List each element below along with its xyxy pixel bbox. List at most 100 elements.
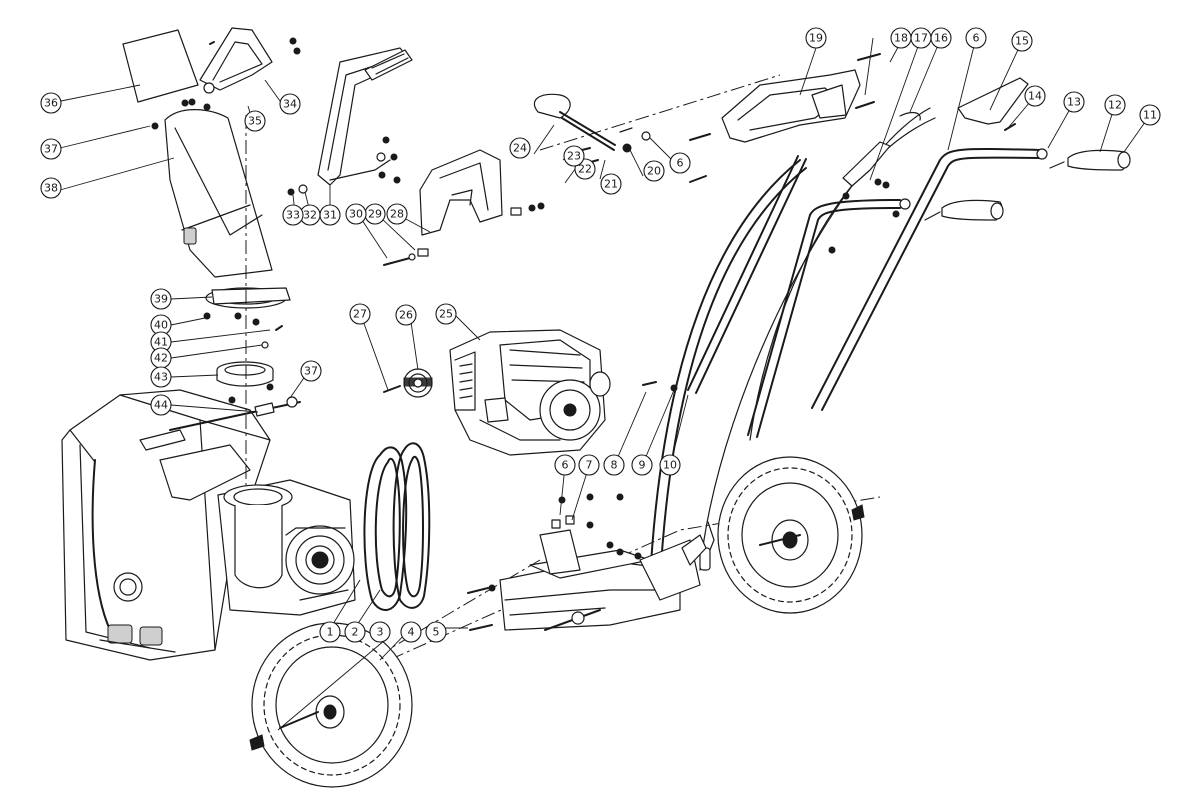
callout-number: 37	[44, 143, 58, 156]
wheel-right	[717, 456, 865, 614]
callout-number: 23	[567, 150, 581, 163]
wheel-left-4	[249, 622, 413, 788]
callout-number: 9	[639, 459, 646, 472]
callout-16: 16	[930, 27, 952, 49]
callout-25: 25	[435, 303, 457, 325]
callout-number: 4	[408, 626, 415, 639]
callout-number: 8	[611, 459, 618, 472]
callout-4: 4	[400, 621, 422, 643]
callout-37: 37	[40, 138, 62, 160]
callout-number: 38	[44, 182, 58, 195]
callout-number: 13	[1067, 96, 1081, 109]
callout-28: 28	[386, 203, 408, 225]
bolts-29-30	[383, 202, 545, 266]
callout-11: 11	[1139, 104, 1161, 126]
callout-number: 20	[647, 165, 661, 178]
chute-base-43	[216, 361, 274, 387]
callout-7: 7	[578, 454, 600, 476]
callout-number: 15	[1015, 35, 1029, 48]
callout-number: 6	[677, 157, 684, 170]
callout-number: 25	[439, 308, 453, 321]
callout-number: 2	[352, 626, 359, 639]
callout-number: 21	[604, 178, 618, 191]
callout-43: 43	[150, 366, 172, 388]
callout-number: 41	[154, 336, 168, 349]
frame-chassis	[467, 493, 707, 631]
callout-6: 6	[554, 454, 576, 476]
callout-number: 34	[283, 98, 297, 111]
callout-31: 31	[319, 204, 341, 226]
auger-shaft-44	[169, 396, 301, 431]
belt-cover-28	[419, 149, 503, 236]
callout-number: 35	[248, 115, 262, 128]
callout-number: 1	[327, 626, 334, 639]
callout-number: 36	[44, 97, 58, 110]
callout-number: 6	[973, 32, 980, 45]
callout-number: 29	[368, 208, 382, 221]
callout-42: 42	[150, 347, 172, 369]
callout-6: 6	[965, 27, 987, 49]
callout-number: 18	[894, 32, 908, 45]
key-27	[383, 385, 401, 393]
impeller-assembly	[217, 479, 356, 616]
callout-33: 33	[282, 204, 304, 226]
callout-number: 19	[809, 32, 823, 45]
callout-34: 34	[279, 93, 301, 115]
handle-levers-15-17	[828, 77, 1029, 254]
callout-number: 26	[399, 309, 413, 322]
callout-number: 14	[1028, 90, 1042, 103]
callout-19: 19	[805, 27, 827, 49]
callout-29: 29	[364, 203, 386, 225]
callout-35: 35	[244, 110, 266, 132]
callout-3: 3	[369, 621, 391, 643]
lower-handle-left	[649, 159, 807, 583]
callout-10: 10	[659, 454, 681, 476]
callout-number: 27	[353, 308, 367, 321]
callout-number: 30	[349, 208, 363, 221]
callout-5: 5	[425, 621, 447, 643]
callout-39: 39	[150, 288, 172, 310]
callout-number: 6	[562, 459, 569, 472]
callout-number: 5	[433, 626, 440, 639]
handle-grips-11-12	[924, 149, 1131, 221]
callout-number: 40	[154, 319, 168, 332]
upper-handle-frame-13	[699, 107, 1048, 571]
callout-38: 38	[40, 177, 62, 199]
callout-12: 12	[1104, 94, 1126, 116]
control-panel-19	[689, 53, 881, 183]
callout-41: 41	[150, 331, 172, 353]
leader-lines	[59, 37, 1151, 731]
callout-15: 15	[1011, 30, 1033, 52]
chute-handle-34	[199, 27, 301, 111]
callout-number: 42	[154, 352, 168, 365]
callout-number: 16	[934, 32, 948, 45]
handle-bracket-31	[287, 47, 413, 196]
callout-9: 9	[631, 454, 653, 476]
callout-37: 37	[300, 360, 322, 382]
callout-1: 1	[319, 621, 341, 643]
callout-number: 31	[323, 209, 337, 222]
callout-17: 17	[910, 27, 932, 49]
cable-rods-8-9	[642, 381, 715, 571]
callout-26: 26	[395, 304, 417, 326]
callout-number: 24	[513, 142, 527, 155]
callout-number: 10	[663, 459, 677, 472]
callout-30: 30	[345, 203, 367, 225]
pulley-26	[403, 368, 433, 398]
callout-number: 17	[914, 32, 928, 45]
callout-number: 12	[1108, 99, 1122, 112]
callout-number: 22	[578, 163, 592, 176]
callout-number: 44	[154, 399, 168, 412]
upper-handle-10	[687, 155, 807, 394]
callout-36: 36	[40, 92, 62, 114]
callout-20: 20	[643, 160, 665, 182]
callout-2: 2	[344, 621, 366, 643]
callout-27: 27	[349, 303, 371, 325]
callout-8: 8	[603, 454, 625, 476]
callout-21: 21	[600, 173, 622, 195]
small-fasteners	[151, 41, 283, 404]
chute-deflector-36	[122, 29, 199, 103]
callout-number: 33	[286, 209, 300, 222]
